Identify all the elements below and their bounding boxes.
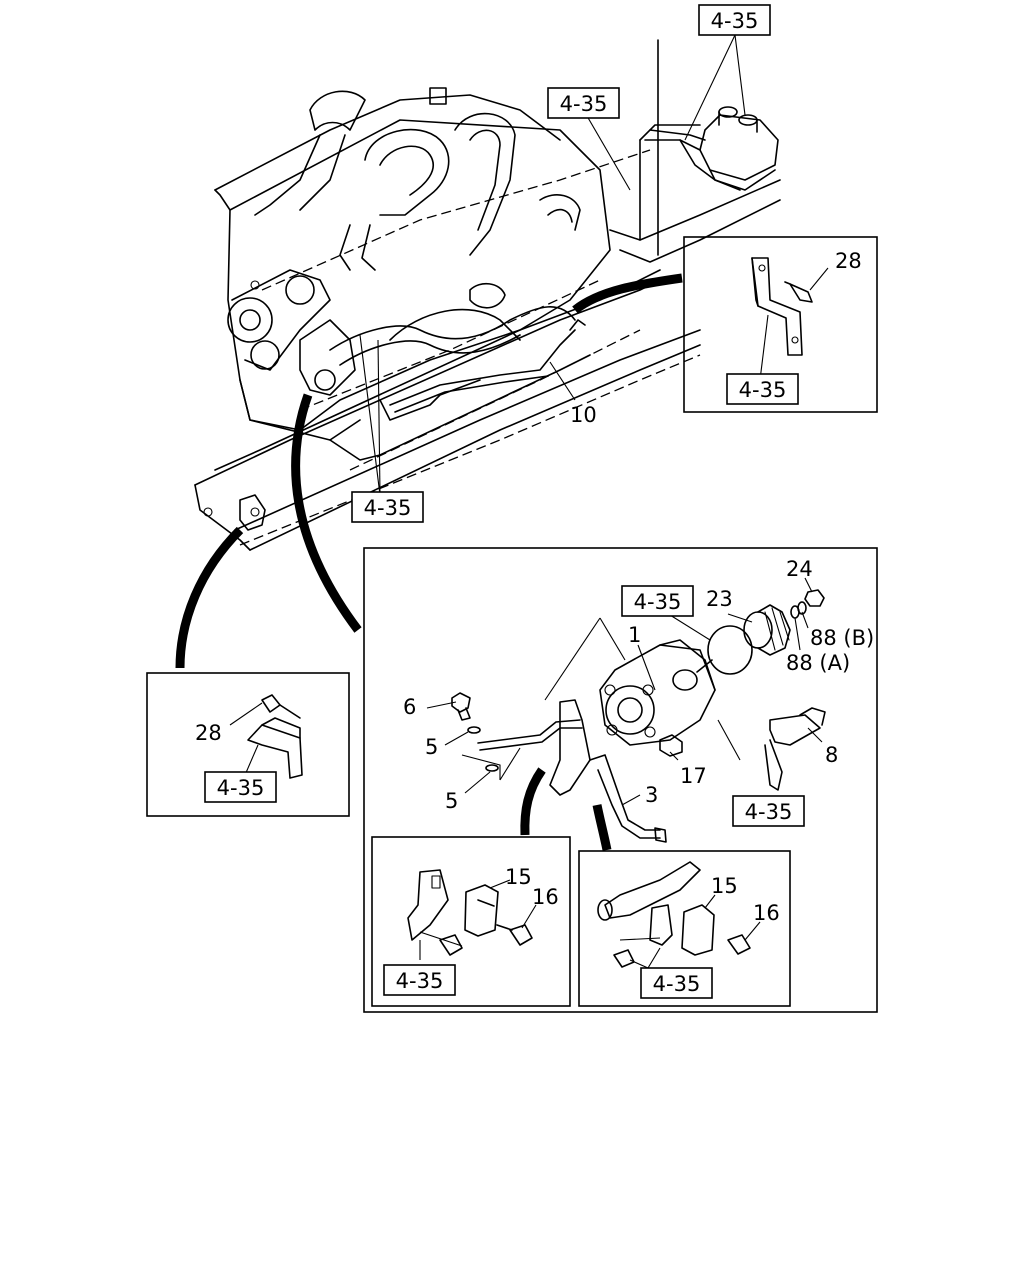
svg-text:4-35: 4-35 <box>217 776 265 800</box>
svg-text:4-35: 4-35 <box>396 969 444 993</box>
top-leaders <box>359 34 746 496</box>
svg-text:4-35: 4-35 <box>634 590 682 614</box>
reservoir-tank <box>644 106 779 191</box>
svg-text:4-35: 4-35 <box>711 9 759 33</box>
detail-panel-clamp-right <box>578 850 791 1007</box>
hose-10 <box>329 306 586 413</box>
callout-arcs <box>175 273 683 851</box>
label-3: 3 <box>645 783 658 807</box>
label-88a: 88 (A) <box>786 651 850 675</box>
svg-text:4-35: 4-35 <box>653 972 701 996</box>
ref-box-upper[interactable]: 4-35 <box>547 87 620 119</box>
engine-assembly <box>214 87 611 441</box>
label-5-lower: 5 <box>445 789 458 813</box>
ref-box-bracket-top[interactable]: 4-35 <box>726 373 799 405</box>
ref-box-bracket-left[interactable]: 4-35 <box>204 771 277 803</box>
label-5-upper: 5 <box>425 735 438 759</box>
bracket-part-left <box>229 694 303 779</box>
label-16-right: 16 <box>753 901 780 925</box>
label-15-left: 15 <box>505 865 532 889</box>
pump-detail <box>426 577 826 843</box>
detail-panel-clamp-left <box>371 836 571 1007</box>
svg-text:4-35: 4-35 <box>560 92 608 116</box>
label-17: 17 <box>680 764 707 788</box>
label-1: 1 <box>628 623 641 647</box>
ref-box-bolt[interactable]: 4-35 <box>732 795 805 827</box>
detail-panel-pump <box>363 547 878 1013</box>
ref-box-clamp-left[interactable]: 4-35 <box>383 964 456 996</box>
clamp-part-right <box>597 861 761 969</box>
part-labels: 28 10 24 23 1 88 (B) 88 (A) 6 28 5 8 17 … <box>195 249 874 925</box>
label-16-left: 16 <box>532 885 559 909</box>
label-88b: 88 (B) <box>810 626 874 650</box>
svg-text:4-35: 4-35 <box>745 800 793 824</box>
svg-text:4-35: 4-35 <box>739 378 787 402</box>
frame-rails <box>194 39 781 551</box>
ref-box-top[interactable]: 4-35 <box>698 4 771 36</box>
label-10: 10 <box>570 403 597 427</box>
svg-text:4-35: 4-35 <box>364 496 412 520</box>
ref-box-clamp-right[interactable]: 4-35 <box>640 967 713 999</box>
label-8: 8 <box>825 743 838 767</box>
label-28-left: 28 <box>195 721 222 745</box>
detail-panel-bracket-top <box>683 236 878 413</box>
label-15-right: 15 <box>711 874 738 898</box>
label-23: 23 <box>706 587 733 611</box>
label-24: 24 <box>786 557 813 581</box>
label-6: 6 <box>403 695 416 719</box>
label-28-top: 28 <box>835 249 862 273</box>
ref-box-pump[interactable]: 4-35 <box>621 585 694 617</box>
clamp-part-left <box>407 869 537 960</box>
detail-panel-bracket-left <box>146 672 350 817</box>
ref-box-frame[interactable]: 4-35 <box>351 491 424 523</box>
bracket-part-top <box>751 257 829 381</box>
